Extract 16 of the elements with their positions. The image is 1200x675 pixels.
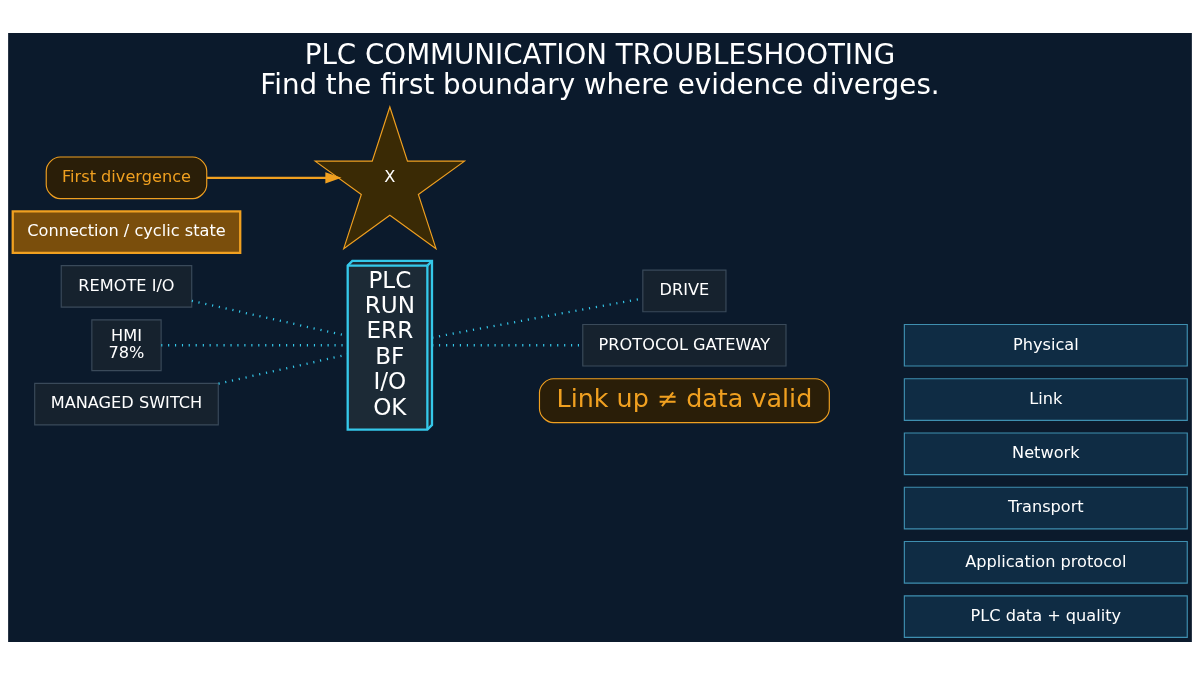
node-box: Transport xyxy=(903,486,1188,530)
node-box: MANAGED SWITCH xyxy=(34,382,219,426)
node-box: Network xyxy=(903,432,1188,476)
node-box: Application protocol xyxy=(903,540,1188,584)
node-box: DRIVE xyxy=(642,269,727,313)
node-box: PROTOCOL GATEWAY xyxy=(582,323,787,367)
label: Link up ≠ data valid xyxy=(556,383,813,414)
node-box: Link xyxy=(903,378,1188,421)
node-box: First divergence xyxy=(45,156,208,200)
node-box: Physical xyxy=(903,323,1188,367)
node-box: PLC data + quality xyxy=(903,595,1188,638)
arrow xyxy=(207,172,342,184)
connector xyxy=(218,353,348,385)
node-box: HMI 78% xyxy=(91,319,162,372)
node-box: Connection / cyclic state xyxy=(11,210,242,255)
node-box: REMOTE I/O xyxy=(60,265,193,308)
